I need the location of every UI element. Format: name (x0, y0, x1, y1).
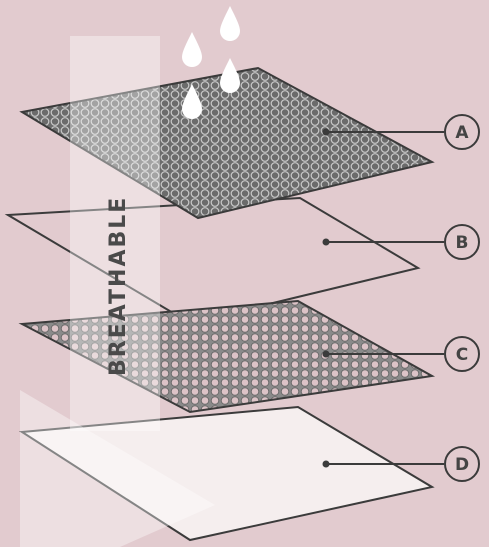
water-drop-icon (220, 58, 240, 93)
callout-a-label: A (455, 123, 469, 143)
layer-b-sheet (8, 198, 418, 323)
callout-d-label: D (455, 455, 469, 475)
callout-b-label: B (456, 233, 469, 253)
water-drop-icon (220, 6, 240, 41)
callout-b: B (323, 225, 480, 259)
water-drop-icon (182, 32, 202, 67)
breathable-label: BREATHABLE (106, 196, 131, 376)
callout-c-label: C (456, 345, 468, 365)
